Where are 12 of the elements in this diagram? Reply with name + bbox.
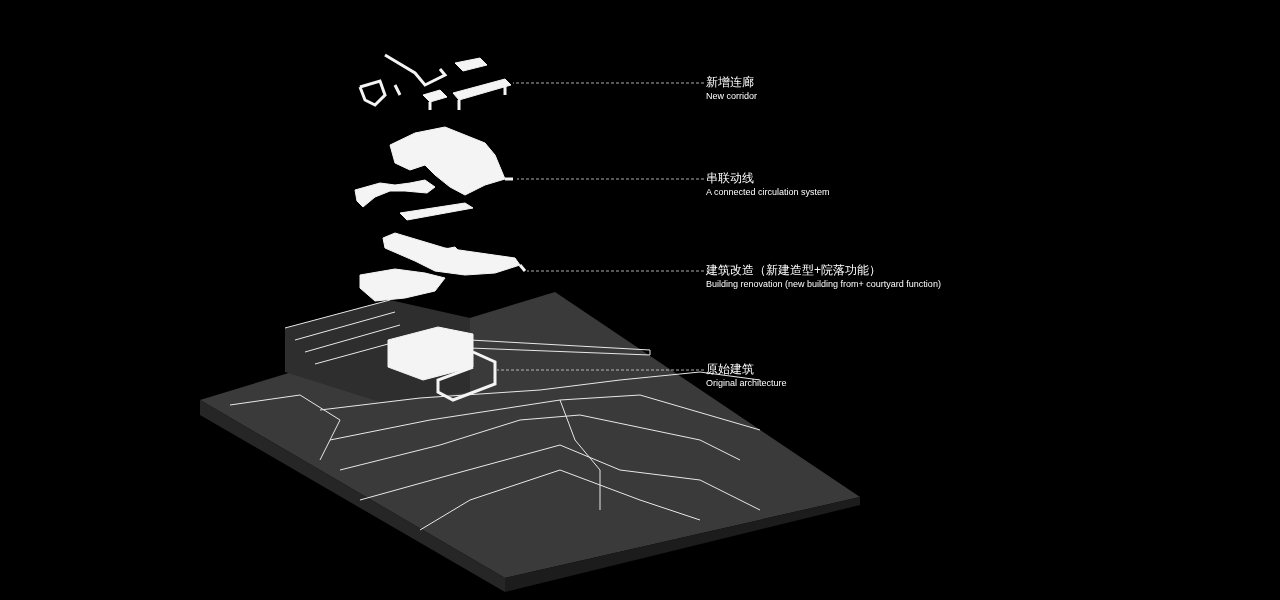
- label-title: 新增连廊: [706, 75, 755, 90]
- label-subtitle: New corridor: [706, 91, 757, 103]
- label-subtitle: Building renovation (new building from+ courtyard function): [706, 279, 941, 291]
- label-subtitle: A connected circulation system: [706, 187, 830, 199]
- label-subtitle: Original architecture: [706, 378, 787, 390]
- leader-line: [496, 369, 705, 371]
- label-title: 串联动线: [706, 171, 755, 186]
- leader-line: [516, 178, 705, 180]
- label-title: 原始建筑: [706, 362, 755, 377]
- leader-line: [526, 270, 705, 272]
- leader-line: [512, 82, 705, 84]
- label-title: 建筑改造（新建造型+院落功能）: [706, 263, 882, 278]
